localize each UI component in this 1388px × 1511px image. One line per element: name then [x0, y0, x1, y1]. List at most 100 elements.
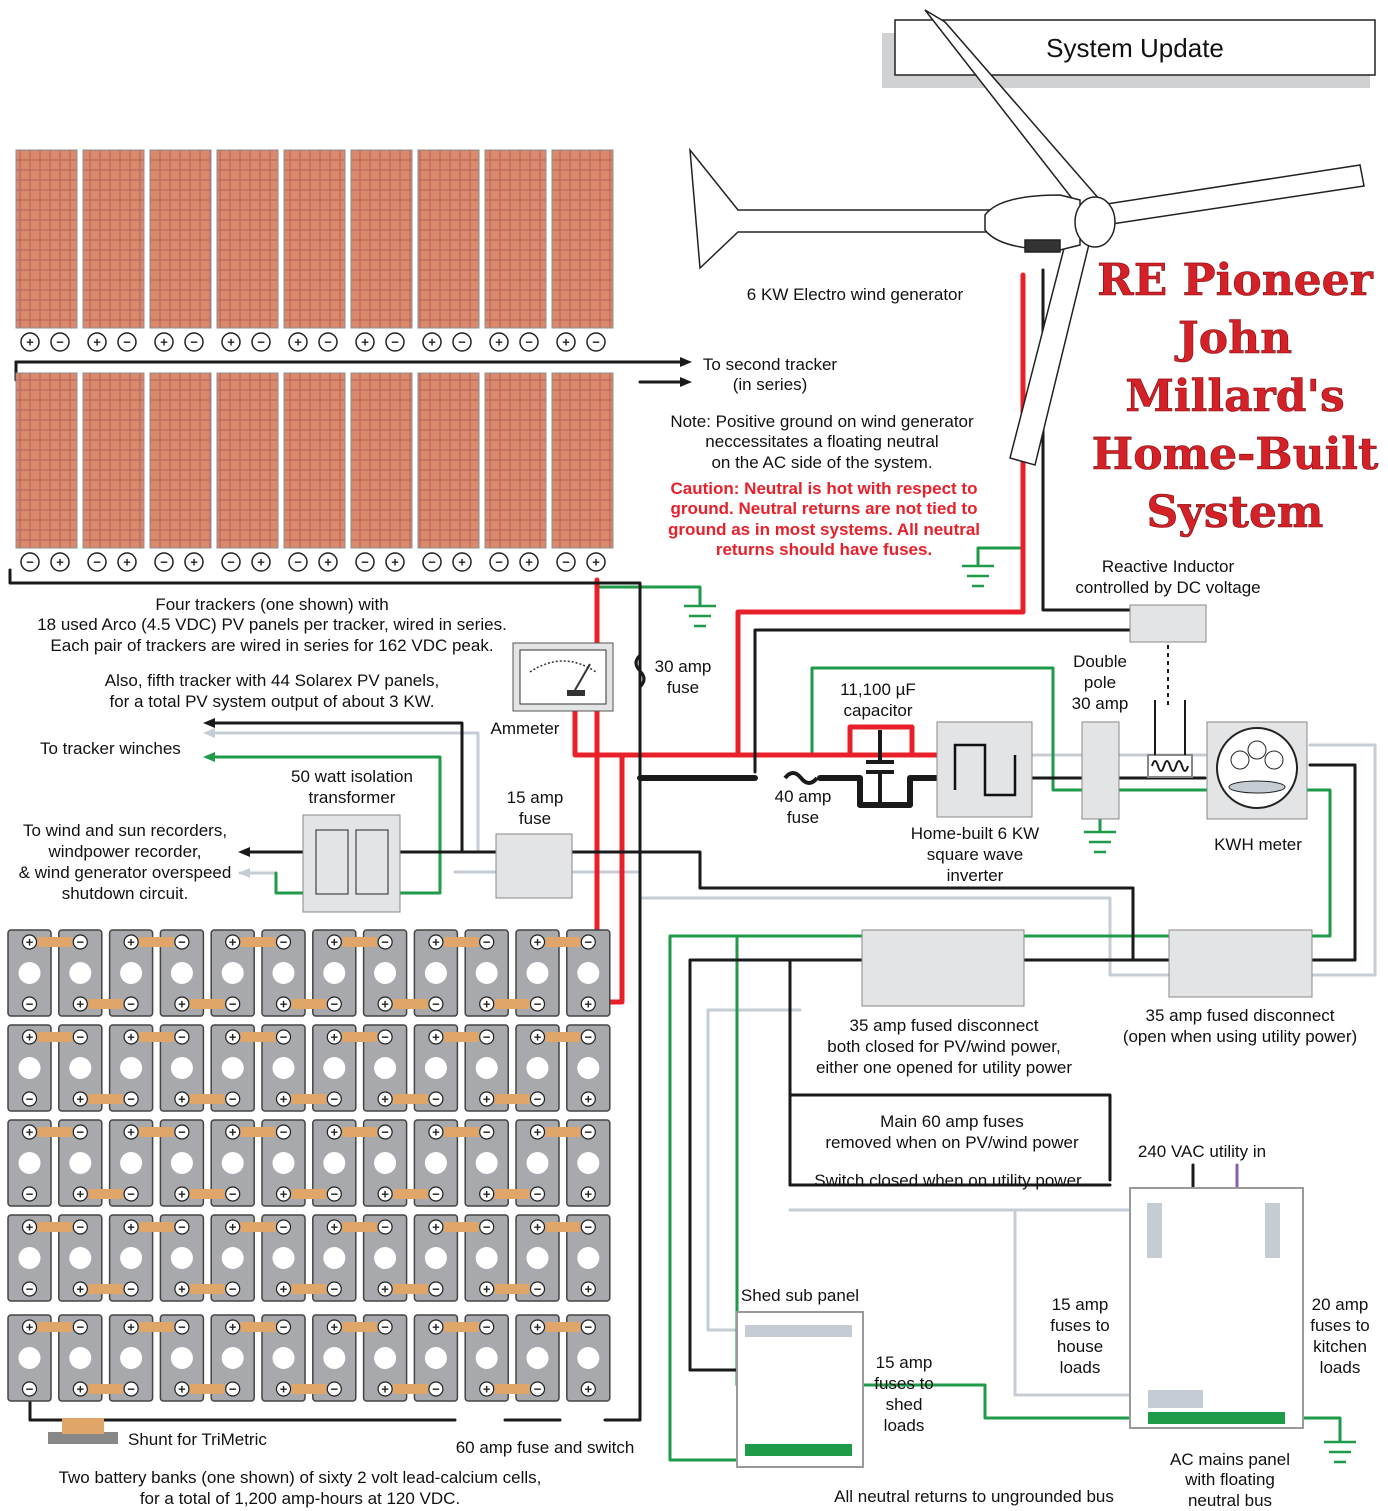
- battery-cell-cap: [170, 1347, 193, 1369]
- svg-text:To wind and sun recorders,: To wind and sun recorders,: [23, 821, 227, 840]
- battery-cell-cap: [69, 1152, 92, 1174]
- battery-strap: [88, 1189, 124, 1199]
- battery-terminal-sign: +: [331, 1320, 339, 1335]
- battery-cell-cap: [577, 1057, 600, 1079]
- battery-cell-cap: [323, 1347, 346, 1369]
- pv-terminal: [318, 552, 338, 572]
- svg-text:kitchen: kitchen: [1313, 1337, 1367, 1356]
- battery-strap: [37, 937, 73, 947]
- trackers-text: Four trackers (one shown) with 18 used A…: [37, 595, 507, 655]
- battery-strap: [494, 1384, 530, 1394]
- battery-strap: [139, 1222, 174, 1232]
- svg-text:neccessitates a floating neutr: neccessitates a floating neutral: [705, 432, 938, 451]
- note-text: Note: Positive ground on wind generator …: [670, 412, 974, 472]
- pv-terminal-sign: −: [56, 335, 64, 350]
- battery-terminal-sign: +: [432, 1125, 440, 1140]
- svg-text:both closed for PV/wind power,: both closed for PV/wind power,: [827, 1037, 1060, 1056]
- battery-strap: [545, 1032, 581, 1042]
- to-second-tracker-label: To second tracker (in series): [703, 355, 838, 394]
- pv-terminal: [586, 332, 606, 352]
- battery-terminal: [377, 1319, 393, 1335]
- battery-cell-cap: [475, 1347, 498, 1369]
- battery-terminal-sign: +: [26, 1220, 34, 1235]
- battery-terminal-sign: +: [331, 935, 339, 950]
- battery-terminal: [225, 1219, 241, 1235]
- pv-panel: [216, 372, 279, 549]
- battery-strap: [88, 1094, 124, 1104]
- battery-terminal: [428, 996, 444, 1012]
- battery-terminal: [72, 1186, 88, 1202]
- battery-strap: [393, 1284, 428, 1294]
- battery-strap: [393, 1384, 428, 1394]
- battery-terminal-sign: +: [280, 997, 288, 1012]
- pv-terminal: [519, 552, 539, 572]
- pv-panel: [283, 372, 346, 549]
- battery-terminal: [225, 1381, 241, 1397]
- battery-terminal: [275, 1091, 292, 1107]
- svg-text:with floating: with floating: [1184, 1470, 1275, 1489]
- pv-panel: [484, 372, 547, 549]
- pv-panel: [82, 149, 145, 329]
- to-recorders-label: To wind and sun recorders, windpower rec…: [19, 821, 232, 903]
- battery-terminal-sign: −: [483, 1030, 491, 1045]
- fuse-15-label: 15 amp fuse: [507, 788, 564, 828]
- battery-terminal-sign: +: [381, 1187, 389, 1202]
- battery-terminal: [72, 1319, 88, 1335]
- battery-cell-cap: [120, 962, 143, 984]
- battery-cell-cap: [170, 962, 193, 984]
- battery-cell-cap: [69, 1057, 92, 1079]
- battery-terminal-sign: +: [229, 1030, 237, 1045]
- pv-terminal-sign: −: [525, 335, 533, 350]
- utility-in-label: 240 VAC utility in: [1138, 1142, 1266, 1161]
- battery-terminal: [21, 1124, 38, 1140]
- battery-terminal-sign: +: [26, 935, 34, 950]
- battery-cell-cap: [323, 1152, 346, 1174]
- battery-terminal-sign: −: [26, 1282, 34, 1297]
- battery-strap: [443, 1222, 479, 1232]
- pv-terminal-sign: −: [361, 555, 369, 570]
- svg-text:Each pair of trackers are wire: Each pair of trackers are wired in serie…: [50, 636, 493, 655]
- battery-terminal: [529, 1124, 546, 1140]
- battery-cell-cap: [18, 1247, 41, 1269]
- battery-terminal-sign: +: [534, 1320, 542, 1335]
- capacitor-label: 11,100 µF capacitor: [840, 680, 916, 720]
- battery-terminal-sign: −: [127, 1382, 135, 1397]
- pv-terminal: [87, 552, 107, 572]
- pv-terminal: [117, 552, 137, 572]
- pv-panel: [417, 372, 480, 549]
- ground-symbol-disconnect: [1084, 830, 1116, 854]
- battery-strap: [37, 1127, 73, 1137]
- battery-cell-cap: [221, 1057, 244, 1079]
- battery-terminal: [123, 1124, 139, 1140]
- battery-cell-cap: [221, 1347, 244, 1369]
- battery-terminal-sign: −: [26, 1382, 34, 1397]
- battery-terminal-sign: +: [127, 1220, 135, 1235]
- pv-panel: [417, 149, 480, 329]
- pv-panel: [216, 149, 279, 329]
- pv-terminal-sign: +: [56, 555, 64, 570]
- battery-terminal: [529, 934, 546, 950]
- battery-strap: [291, 1189, 327, 1199]
- battery-terminal-sign: −: [229, 1187, 237, 1202]
- battery-terminal: [275, 1381, 292, 1397]
- pv-panel: [350, 149, 413, 329]
- battery-terminal: [479, 934, 495, 950]
- svg-text:Note: Positive ground on wind: Note: Positive ground on wind generator: [670, 412, 974, 431]
- pv-terminal-sign: −: [428, 555, 436, 570]
- fuse-60-label: 60 amp fuse and switch: [456, 1438, 635, 1457]
- svg-text:To second tracker: To second tracker: [703, 355, 838, 374]
- svg-text:fuse: fuse: [519, 809, 551, 828]
- battery-cell-cap: [424, 1347, 447, 1369]
- battery-terminal: [21, 1319, 38, 1335]
- battery-terminal: [72, 996, 88, 1012]
- pv-terminal-sign: +: [391, 555, 399, 570]
- battery-terminal-sign: −: [229, 1092, 237, 1107]
- battery-terminal-sign: +: [178, 1187, 186, 1202]
- trimetric-shunt: [48, 1418, 118, 1444]
- title-line-5: System: [1147, 487, 1324, 538]
- battery-terminal: [275, 934, 292, 950]
- pv-terminal: [117, 332, 137, 352]
- battery-terminal: [174, 1186, 190, 1202]
- battery-terminal: [529, 1219, 546, 1235]
- battery-terminal-sign: −: [432, 1382, 440, 1397]
